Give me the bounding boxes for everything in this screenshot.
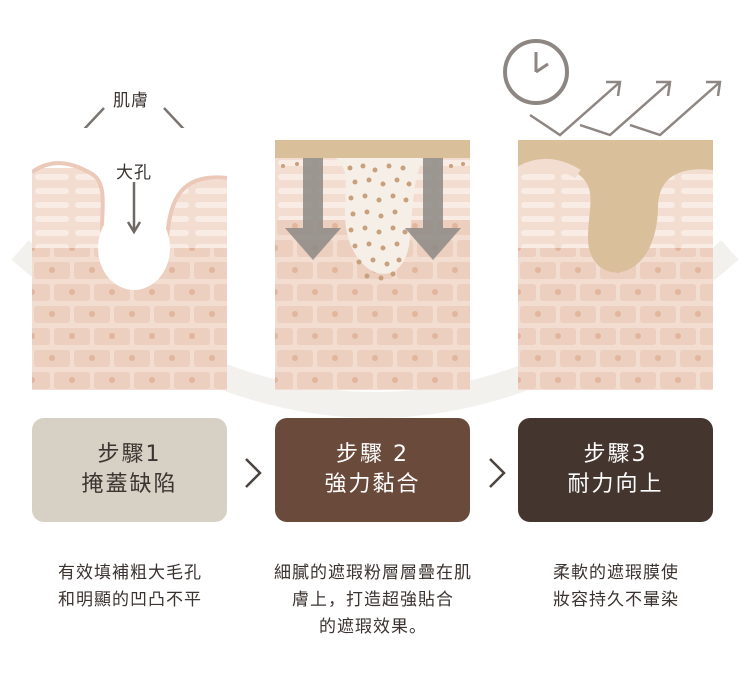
- description-line: 柔軟的遮瑕膜使: [553, 563, 679, 583]
- panel-large-pore: [32, 128, 227, 390]
- skin-label: 肌膚: [113, 91, 149, 111]
- description-line: 膚上，打造超強貼合: [292, 590, 454, 610]
- step-2-title: 步驟 2: [336, 442, 409, 467]
- description-line: 和明顯的凹凸不平: [58, 590, 202, 610]
- panel-strong-adhesion: [275, 128, 470, 390]
- step-1-title: 步驟1: [97, 442, 162, 467]
- step-1-description: 有效填補粗大毛孔 和明顯的凹凸不平: [0, 560, 260, 614]
- step-3-card: 步驟3 耐力向上: [518, 418, 713, 522]
- step-2-subtitle: 強力黏合: [324, 472, 421, 497]
- step-1-card: 步驟1 掩蓋缺陷: [32, 418, 227, 522]
- chevron-right-icon: [245, 458, 262, 488]
- step-1-subtitle: 掩蓋缺陷: [81, 472, 178, 497]
- step-3-title: 步驟3: [583, 442, 648, 467]
- description-line: 有效填補粗大毛孔: [58, 563, 202, 583]
- step-3-description: 柔軟的遮瑕膜使 妝容持久不暈染: [486, 560, 746, 614]
- clock-icon: [503, 39, 569, 105]
- step-3-subtitle: 耐力向上: [567, 472, 664, 497]
- description-line: 妝容持久不暈染: [553, 590, 679, 610]
- arrow-down-icon: [126, 182, 142, 235]
- description-line: 細膩的遮瑕粉層層疊在肌: [274, 563, 472, 583]
- step-2-card: 步驟 2 強力黏合: [275, 418, 470, 522]
- panel-long-lasting: [518, 128, 713, 390]
- chevron-right-icon: [489, 458, 506, 488]
- sweep-arrows-icon: [529, 80, 722, 137]
- description-line: 的遮瑕效果。: [319, 617, 427, 637]
- step-2-description: 細膩的遮瑕粉層層疊在肌 膚上，打造超強貼合 的遮瑕效果。: [243, 560, 503, 641]
- pore-label: 大孔: [116, 163, 152, 183]
